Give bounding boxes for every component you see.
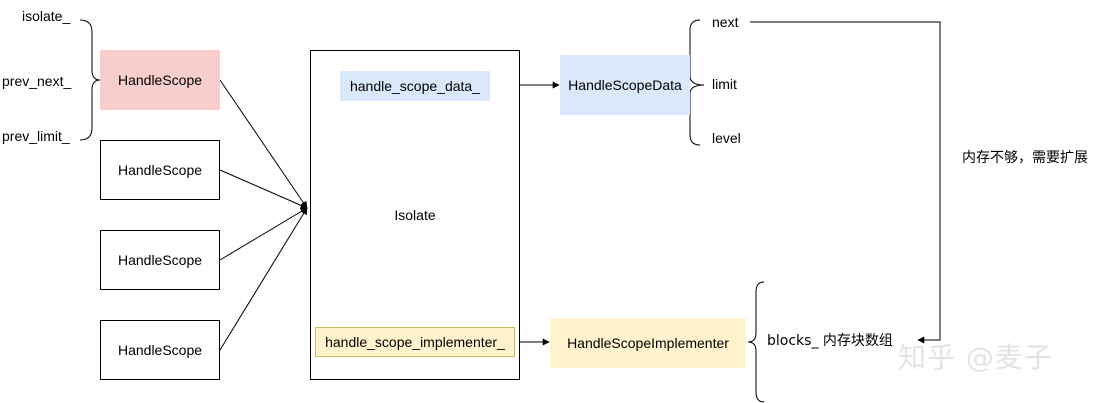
arrow-scope3-isolate xyxy=(219,207,308,261)
field-prev-limit: prev_limit_ xyxy=(2,128,70,144)
handle-scope-box-1: HandleScope xyxy=(100,50,220,110)
data-field-level: level xyxy=(712,130,741,146)
field-prev-next: prev_next_ xyxy=(2,73,72,89)
data-field-limit: limit xyxy=(712,76,737,92)
isolate-title: Isolate xyxy=(394,207,436,223)
blocks-label: blocks_ 内存块数组 xyxy=(767,333,893,349)
field-brace-data xyxy=(689,19,705,146)
isolate-box: Isolate xyxy=(310,50,520,380)
annotation-memory-expand: 内存不够，需要扩展 xyxy=(962,150,1088,166)
arrow-scope1-isolate xyxy=(219,79,308,209)
isolate-implementer-field: handle_scope_implementer_ xyxy=(315,327,515,357)
handle-scope-box-4: HandleScope xyxy=(100,320,220,380)
handle-scope-box-2: HandleScope xyxy=(100,140,220,200)
data-field-next: next xyxy=(712,14,739,30)
field-brace-left xyxy=(79,19,101,141)
handle-scope-box-3: HandleScope xyxy=(100,230,220,290)
arrow-scope2-isolate xyxy=(219,169,308,209)
isolate-data-field: handle_scope_data_ xyxy=(340,71,490,101)
watermark: 知乎 @麦子 xyxy=(898,341,1053,374)
handle-scope-implementer-box: HandleScopeImplementer xyxy=(550,318,746,368)
arrow-next-to-blocks xyxy=(750,21,941,344)
handle-scope-data-box: HandleScopeData xyxy=(560,55,690,115)
arrow-scope4-isolate xyxy=(219,207,308,351)
field-brace-blocks xyxy=(747,281,765,403)
field-isolate: isolate_ xyxy=(22,8,71,24)
